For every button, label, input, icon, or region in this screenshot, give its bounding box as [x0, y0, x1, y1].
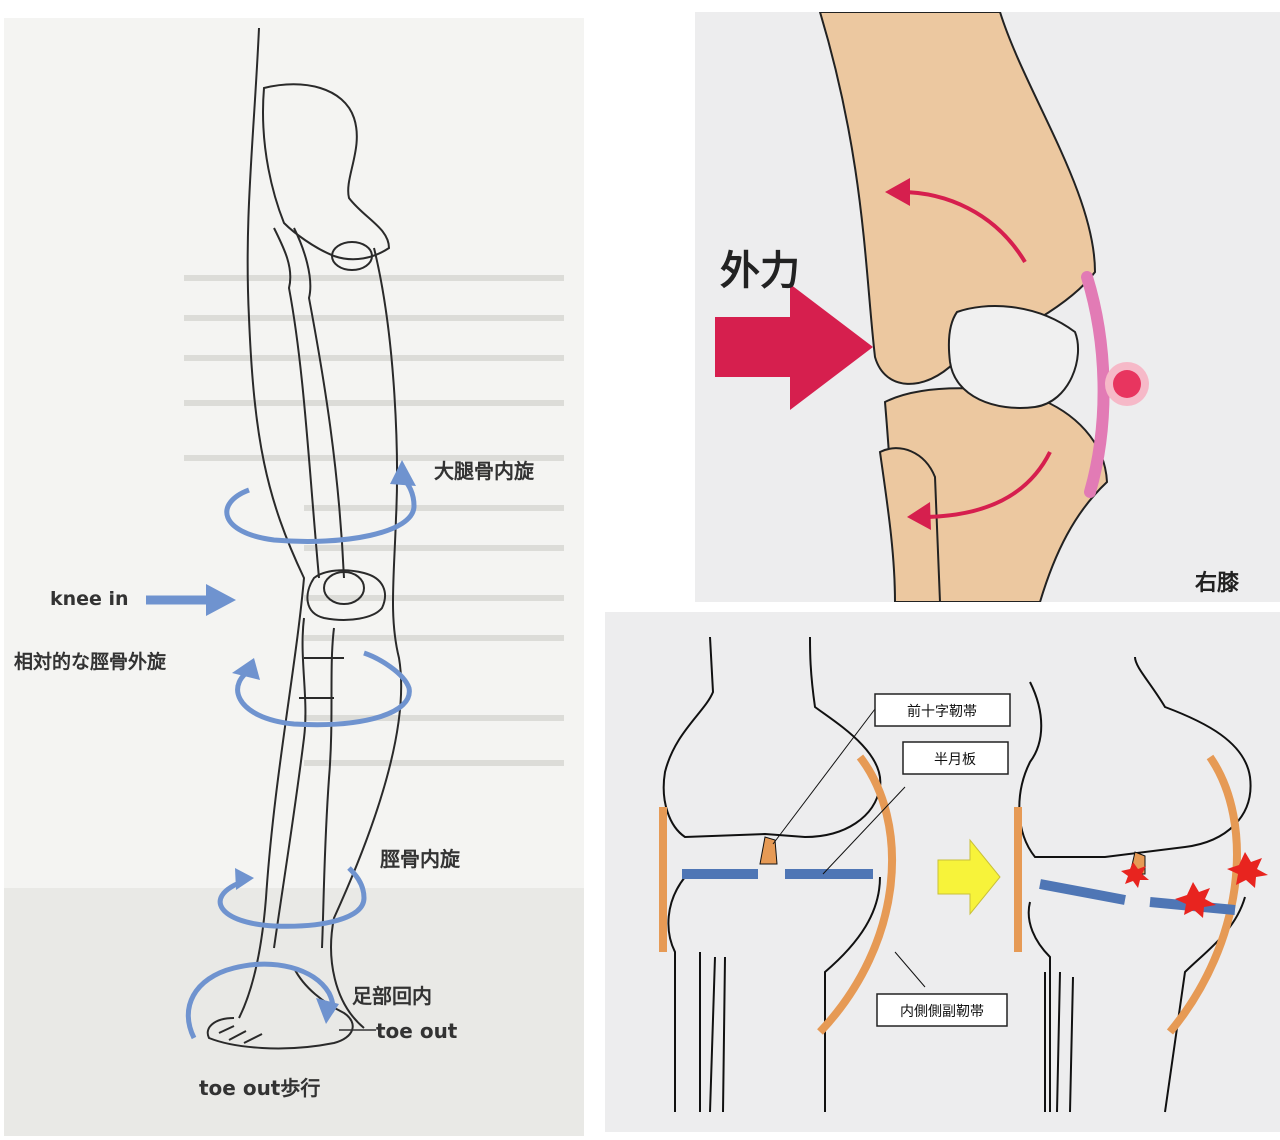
acl-normal	[759, 836, 778, 865]
mcl-normal	[817, 754, 897, 1035]
label-acl: 前十字靭帯	[907, 703, 977, 720]
lateral-meniscus-injured	[1039, 879, 1126, 905]
arrowhead-down	[907, 502, 931, 530]
knee-external-force-panel: 外力 右膝	[695, 12, 1280, 602]
label-foot-pronation: 足部回内	[352, 984, 432, 1008]
label-femur-internal-rotation: 大腿骨内旋	[434, 459, 535, 483]
external-force-arrow	[715, 284, 873, 410]
label-toe-out: toe out	[376, 1019, 458, 1043]
label-meniscus: 半月板	[934, 752, 976, 768]
meniscus-label-box	[902, 741, 1009, 775]
knee-in-arrow	[146, 584, 236, 616]
label-mcl: 内側側副靭帯	[900, 1004, 984, 1020]
knee-force-svg: 外力 右膝	[715, 12, 1240, 602]
label-tibia-internal-rotation: 脛骨内旋	[380, 847, 461, 871]
background-text-lines	[184, 275, 564, 766]
leg-alignment-panel: 大腿骨内旋 knee in 相対的な脛骨外旋 脛骨内旋 足部回内 toe out…	[4, 18, 584, 1136]
knee-ligament-panel: 前十字靭帯 半月板 内側側副靭帯	[605, 612, 1280, 1132]
injury-burst-icon	[1105, 362, 1149, 406]
patella-shape	[947, 305, 1080, 409]
injured-knee-outline	[1018, 656, 1252, 1113]
label-knee-in: knee in	[50, 588, 129, 610]
leg-alignment-svg: 大腿骨内旋 knee in 相対的な脛骨外旋 脛骨内旋 足部回内 toe out…	[4, 27, 584, 1136]
fibula-shape	[878, 447, 942, 602]
lower-shade	[4, 888, 584, 1136]
label-toe-out-gait: toe out歩行	[199, 1076, 320, 1100]
rotation-arrowheads	[232, 460, 416, 1024]
mcl-label-box	[876, 993, 1008, 1027]
normal-knee-outline	[662, 636, 882, 1113]
mcl-band	[1081, 271, 1110, 498]
label-pointers	[772, 708, 926, 988]
injury-marks	[1121, 852, 1268, 918]
label-external-force: 外力	[720, 248, 800, 294]
arrowhead-up	[885, 178, 910, 206]
leg-drawing	[206, 27, 403, 1050]
ligament-svg: 前十字靭帯 半月板 内側側副靭帯	[659, 636, 1268, 1113]
transition-arrow	[937, 838, 1001, 916]
mcl-injured	[1166, 754, 1241, 1035]
acl-label-box	[874, 693, 1011, 727]
label-relative-tibia-external-rotation: 相対的な脛骨外旋	[14, 650, 167, 673]
rotation-force-arrows	[899, 190, 1052, 519]
label-right-knee: 右膝	[1195, 571, 1240, 596]
